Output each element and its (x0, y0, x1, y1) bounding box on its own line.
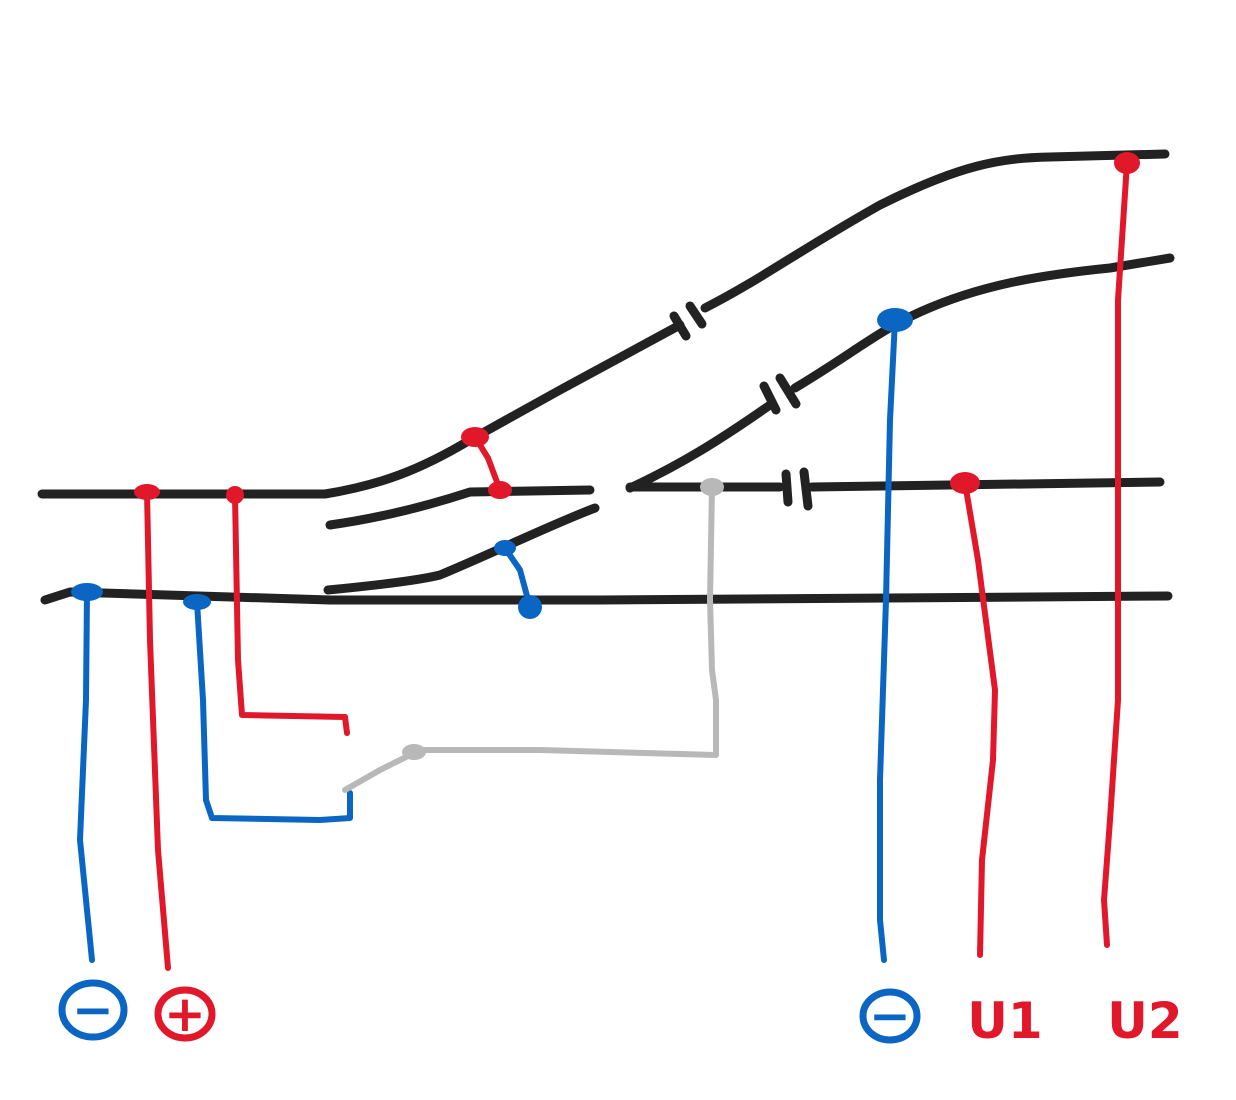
switch-contact-points (402, 478, 724, 760)
wire-u2 (1101, 160, 1130, 948)
rail-frog (323, 503, 600, 595)
wire-positive-to-switch (232, 492, 350, 736)
terminal-negative-right: − (859, 987, 921, 1045)
terminal-positive: + (154, 985, 216, 1043)
terminal-u2-label: U2 (1107, 992, 1182, 1050)
insulator-gap-icon (781, 467, 813, 511)
insulator-gap-icon (759, 373, 801, 415)
rail-upper-inner (325, 485, 595, 530)
wire-jumper-blue (502, 545, 533, 610)
insulator-gap-icon (669, 301, 707, 341)
wire-negative-feed (77, 589, 95, 963)
terminal-label: − (72, 981, 114, 1039)
wire-u1 (962, 480, 998, 958)
wire-positive-feed (144, 489, 171, 971)
wire-negative-right (877, 317, 898, 963)
rail-bottom (40, 587, 1173, 605)
solder-points-red (134, 152, 1140, 504)
terminal-u1-label: U1 (967, 992, 1042, 1050)
wire-switch-common (342, 484, 719, 793)
terminal-label: − (869, 987, 911, 1045)
wire-negative-to-switch (194, 599, 353, 823)
terminal-negative-left: − (58, 979, 128, 1041)
solder-points-blue (71, 308, 913, 619)
rail-diverging-inner (625, 253, 1175, 493)
rail-upper-outer (37, 149, 1170, 499)
terminal-label: + (164, 985, 206, 1043)
